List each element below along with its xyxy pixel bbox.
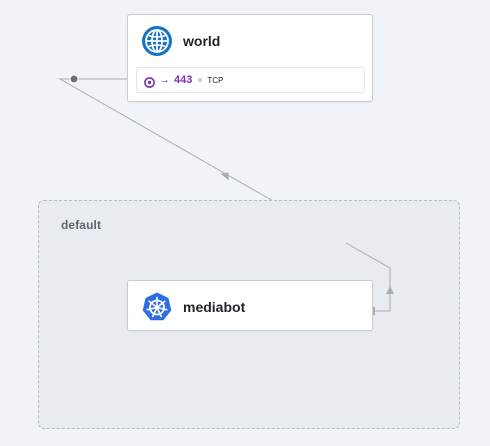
world-port-row[interactable]: → 443 TCP: [136, 67, 365, 93]
port-separator-dot: [198, 78, 203, 82]
edge-junction-dot[interactable]: [69, 74, 79, 84]
edge-arrowhead-diagonal: [220, 172, 229, 181]
mediabot-node-card[interactable]: mediabot: [127, 280, 373, 331]
kubernetes-wheel-icon: [141, 291, 173, 323]
world-node-card[interactable]: world → 443 TCP: [127, 14, 373, 102]
world-node-header: world: [141, 25, 220, 57]
port-arrow-icon: →: [159, 74, 170, 86]
namespace-label: default: [61, 218, 102, 232]
globe-icon: [141, 25, 173, 57]
mediabot-node-title: mediabot: [183, 299, 246, 315]
port-protocol: TCP: [207, 75, 224, 85]
edge-arrowhead-up-inner: [386, 286, 394, 294]
port-number: 443: [174, 74, 193, 86]
mediabot-node-header: mediabot: [141, 291, 245, 323]
target-icon: [144, 75, 155, 88]
world-node-title: world: [183, 33, 221, 49]
edge-source-stub: [372, 307, 375, 315]
